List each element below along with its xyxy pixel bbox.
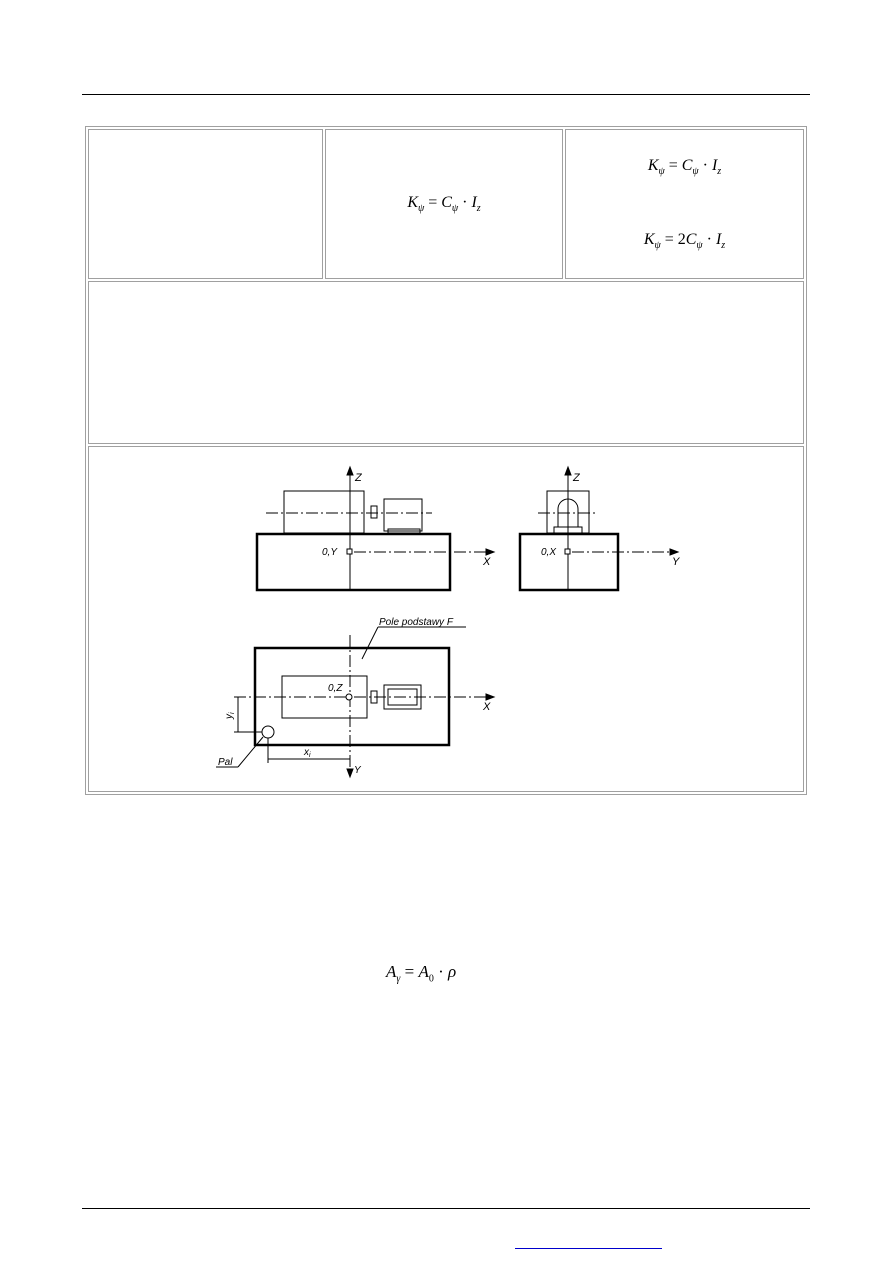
origin-marker-top: [345, 693, 353, 701]
formula-k-psi-b: Kψ = 2Cψ · Iz: [643, 231, 726, 252]
z-arrow-front: [346, 465, 354, 476]
origin-marker-front: [346, 548, 353, 555]
axis-label-y: Y: [354, 765, 362, 776]
side-view: Z 0,X Y: [518, 465, 680, 592]
table-row: [88, 281, 804, 444]
x-arrow-front: [485, 548, 496, 556]
foundation-block-side: [518, 532, 620, 592]
origin-label-top: 0,Z: [328, 683, 343, 694]
axis-label-z: Z: [572, 472, 581, 484]
content-table: Kψ = Cψ · Iz Kψ = Cψ · Iz Kψ = 2Cψ · I: [85, 126, 807, 795]
pump-base-front: [387, 528, 421, 534]
empty-cell: [88, 281, 804, 444]
figure-cell: Z 0,Y X Z 0,X: [88, 446, 804, 792]
footer-rule: [82, 1208, 810, 1209]
formula-cell: Kψ = Cψ · Iz Kψ = 2Cψ · Iz: [565, 129, 804, 279]
origin-marker-side: [564, 548, 571, 555]
motor-body-front: [283, 490, 365, 534]
coupling-front: [370, 505, 378, 519]
axis-label-y: Y: [672, 556, 680, 568]
empty-cell: [88, 129, 323, 279]
dimension-y-label: yi: [224, 712, 236, 720]
formula-a-gamma: Aγ = A0 · ρ: [386, 962, 457, 985]
front-view: Z 0,Y X: [255, 465, 496, 592]
table-row: Z 0,Y X Z 0,X: [88, 446, 804, 792]
y-arrow-top: [346, 768, 354, 779]
pile-circle: [261, 725, 275, 739]
formula-cell: Kψ = Cψ · Iz: [325, 129, 563, 279]
pump-body-front: [383, 498, 423, 532]
table-row: Kψ = Cψ · Iz Kψ = Cψ · Iz Kψ = 2Cψ · I: [88, 129, 804, 279]
x-arrow-top: [485, 693, 496, 701]
y-arrow-side: [669, 548, 680, 556]
pile-label: Pal: [218, 757, 233, 768]
origin-label-front: 0,Y: [322, 547, 338, 558]
leader-line-pile: [237, 736, 264, 768]
footer-link[interactable]: [515, 1238, 662, 1249]
base-area-label: Pole podstawy F: [379, 617, 454, 628]
z-arrow-side: [564, 465, 572, 476]
formula-k-psi: Kψ = Cψ · Iz: [407, 193, 481, 215]
dimension-x-label: xi: [303, 747, 311, 759]
header-rule: [82, 94, 810, 95]
formula-k-psi-a: Kψ = Cψ · Iz: [647, 156, 722, 177]
foundation-diagram: Z 0,Y X Z 0,X: [216, 465, 680, 779]
top-view: Pole podstawy F 0,Z X Y yi xi Pal: [216, 617, 496, 779]
axis-label-z: Z: [354, 472, 363, 484]
axis-label-x: X: [482, 556, 491, 568]
foundation-block-front: [255, 532, 452, 592]
leader-line-area: [361, 626, 379, 660]
svg-text:yi: yi: [224, 712, 236, 720]
origin-label-side: 0,X: [541, 547, 556, 558]
axis-label-x: X: [482, 701, 491, 713]
